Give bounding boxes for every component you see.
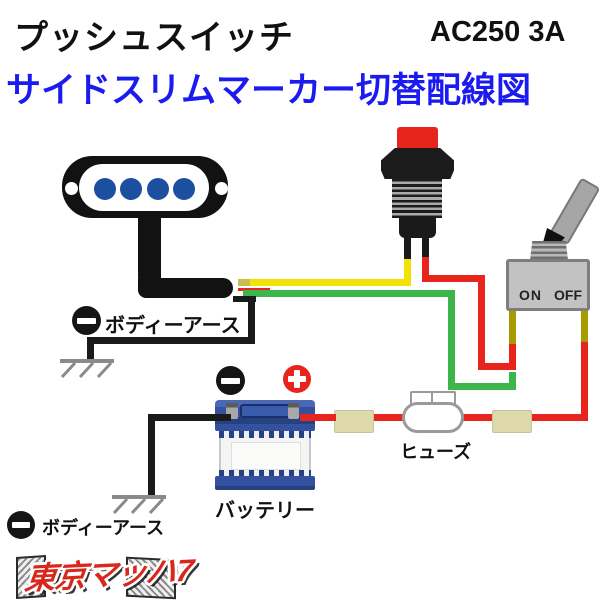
wire-black-earth-stub	[233, 296, 256, 302]
wire-green-up-to-toggle	[509, 372, 516, 387]
fuse-label: ヒューズ	[400, 442, 472, 462]
toggle-collar	[530, 241, 568, 260]
wire-black-earth-horizontal	[87, 337, 255, 344]
wire-red-push-horizontal	[422, 275, 485, 282]
battery-teeth-bottom	[219, 470, 311, 476]
brand-logo: 東京マッハ7	[22, 552, 195, 597]
wire-red-down-vertical	[478, 275, 485, 370]
wire-red-up-to-toggle	[509, 342, 516, 369]
wire-yellow-stub	[238, 279, 252, 286]
wire-green-vertical	[448, 290, 455, 390]
wire-green-horizontal	[243, 290, 455, 297]
body-earth-minus-icon	[7, 511, 35, 539]
led-dot	[147, 178, 169, 200]
push-switch-button	[397, 127, 438, 150]
body-earth-minus-icon	[72, 306, 101, 335]
wire-black-battery-horizontal	[151, 414, 231, 421]
wire-black-earth-vertical-left	[87, 337, 94, 362]
page-title: プッシュスイッチ	[14, 19, 294, 57]
rating-text: AC250 3A	[430, 16, 566, 48]
wire-red-fuse-to-connector	[460, 414, 496, 421]
ground-icon	[112, 495, 166, 515]
toggle-switch-body: ON OFF	[506, 259, 590, 311]
marker-stalk-vertical	[138, 212, 161, 286]
wire-red-to-battery	[300, 414, 336, 421]
marker-mount-hole	[65, 182, 78, 195]
battery-positive-icon	[283, 365, 311, 393]
wire-green-bottom-horizontal	[448, 383, 516, 390]
push-switch-threads	[392, 179, 442, 218]
wire-red-right-vertical	[581, 342, 588, 421]
bullet-connector-left	[334, 410, 374, 433]
wire-black-earth-vertical-right	[248, 296, 255, 341]
led-dot	[94, 178, 116, 200]
push-switch-base	[399, 217, 436, 238]
marker-stalk-horizontal	[138, 278, 233, 298]
bullet-connector-right	[492, 410, 532, 433]
battery-body-label-area	[231, 442, 301, 470]
wire-black-battery-vertical	[148, 414, 155, 496]
wire-red-push-vertical	[422, 257, 429, 282]
battery-lid-handle	[240, 404, 290, 418]
marker-mount-hole	[215, 182, 228, 195]
push-switch-pin-left	[404, 236, 411, 259]
wire-yellow-vertical	[404, 257, 411, 286]
wire-yellow-horizontal	[250, 279, 411, 286]
battery-teeth-top	[219, 431, 311, 438]
toggle-on-label: ON	[519, 287, 542, 303]
battery-base	[215, 476, 315, 490]
wire-red-fuse-left	[368, 414, 404, 421]
diagram-subtitle: サイドスリムマーカー切替配線図	[6, 71, 532, 110]
battery-label: バッテリー	[215, 500, 315, 522]
led-dot	[173, 178, 195, 200]
body-earth-label-1: ボディーアース	[105, 315, 241, 337]
body-earth-label-2: ボディーアース	[42, 518, 165, 538]
wire-red-stub	[238, 288, 270, 291]
push-switch-cap	[381, 148, 454, 179]
toggle-off-label: OFF	[554, 287, 582, 303]
push-switch-pin-right	[422, 236, 429, 259]
ground-icon	[60, 359, 114, 379]
led-dot	[120, 178, 142, 200]
fuse-holder	[402, 402, 464, 433]
wire-red-bottom-horizontal	[478, 363, 516, 370]
battery-negative-icon	[216, 366, 245, 395]
toggle-terminal-right	[581, 310, 588, 344]
toggle-terminal-left	[509, 310, 516, 344]
wire-red-to-right-connector	[528, 414, 588, 421]
battery-terminal-positive	[288, 403, 299, 419]
